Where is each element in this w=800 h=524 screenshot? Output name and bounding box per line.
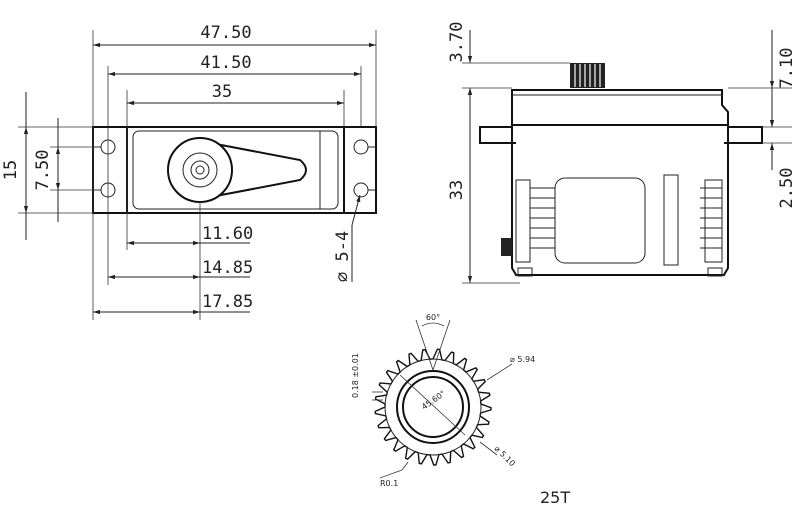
cable-exit [501, 238, 512, 256]
output-gear-top [570, 63, 605, 88]
servo-body-inner [132, 130, 339, 210]
dim-hole-diameter: ⌀ 5-4 [333, 231, 353, 282]
mounting-plate [92, 126, 377, 214]
gear-bore-inner [402, 376, 464, 438]
left-mount-tab [479, 126, 516, 144]
servo-horn [167, 137, 307, 203]
front-view: 47.50 41.50 35 15 7.50 11.60 14.85 17.85… [1, 23, 377, 320]
gear-outer-diameter: ⌀ 5.94 [510, 355, 535, 364]
label-panel [554, 177, 646, 264]
right-mount-tab [724, 126, 763, 144]
gear-root-circle [384, 358, 482, 456]
gear-teeth [374, 348, 492, 466]
gear-angle-45: 45.60° [420, 389, 447, 412]
gear-tolerance: 0.18 ±0.01 [351, 353, 360, 398]
dim-body-width: 35 [212, 82, 232, 102]
dim-hole-spacing: 7.50 [33, 150, 53, 191]
gear-tooth-profile [374, 348, 492, 466]
gear-inner-diameter: ⌀ 5.10 [493, 444, 517, 468]
dim-overall-width: 47.50 [200, 23, 251, 43]
dim-shaft-offset-1: 11.60 [202, 224, 253, 244]
dim-mount-width: 41.50 [200, 53, 251, 73]
vent-right [700, 179, 723, 263]
dim-tab-thickness: 2.50 [777, 168, 797, 209]
vent-left [515, 179, 555, 263]
servo-body [126, 126, 345, 214]
dim-top-height: 7.10 [777, 48, 797, 89]
gear-teeth-count: 25T [540, 488, 570, 507]
dim-gear-height: 3.70 [447, 22, 467, 63]
gear-bore-outer [396, 370, 470, 444]
dim-shaft-offset-3: 17.85 [202, 292, 253, 312]
servo-side-body [511, 125, 729, 276]
dim-body-height: 33 [447, 180, 467, 200]
gear-angle-60: 60° [426, 313, 440, 322]
gear-fillet-radius: R0.1 [380, 479, 398, 488]
dim-height: 15 [1, 160, 21, 180]
gear-detail: 60° 0.18 ±0.01 45.60° ⌀ 5.94 ⌀ 5.10 R0.1… [351, 313, 570, 507]
dim-shaft-offset-2: 14.85 [202, 258, 253, 278]
side-view: 3.70 33 7.10 2.50 [447, 22, 797, 284]
